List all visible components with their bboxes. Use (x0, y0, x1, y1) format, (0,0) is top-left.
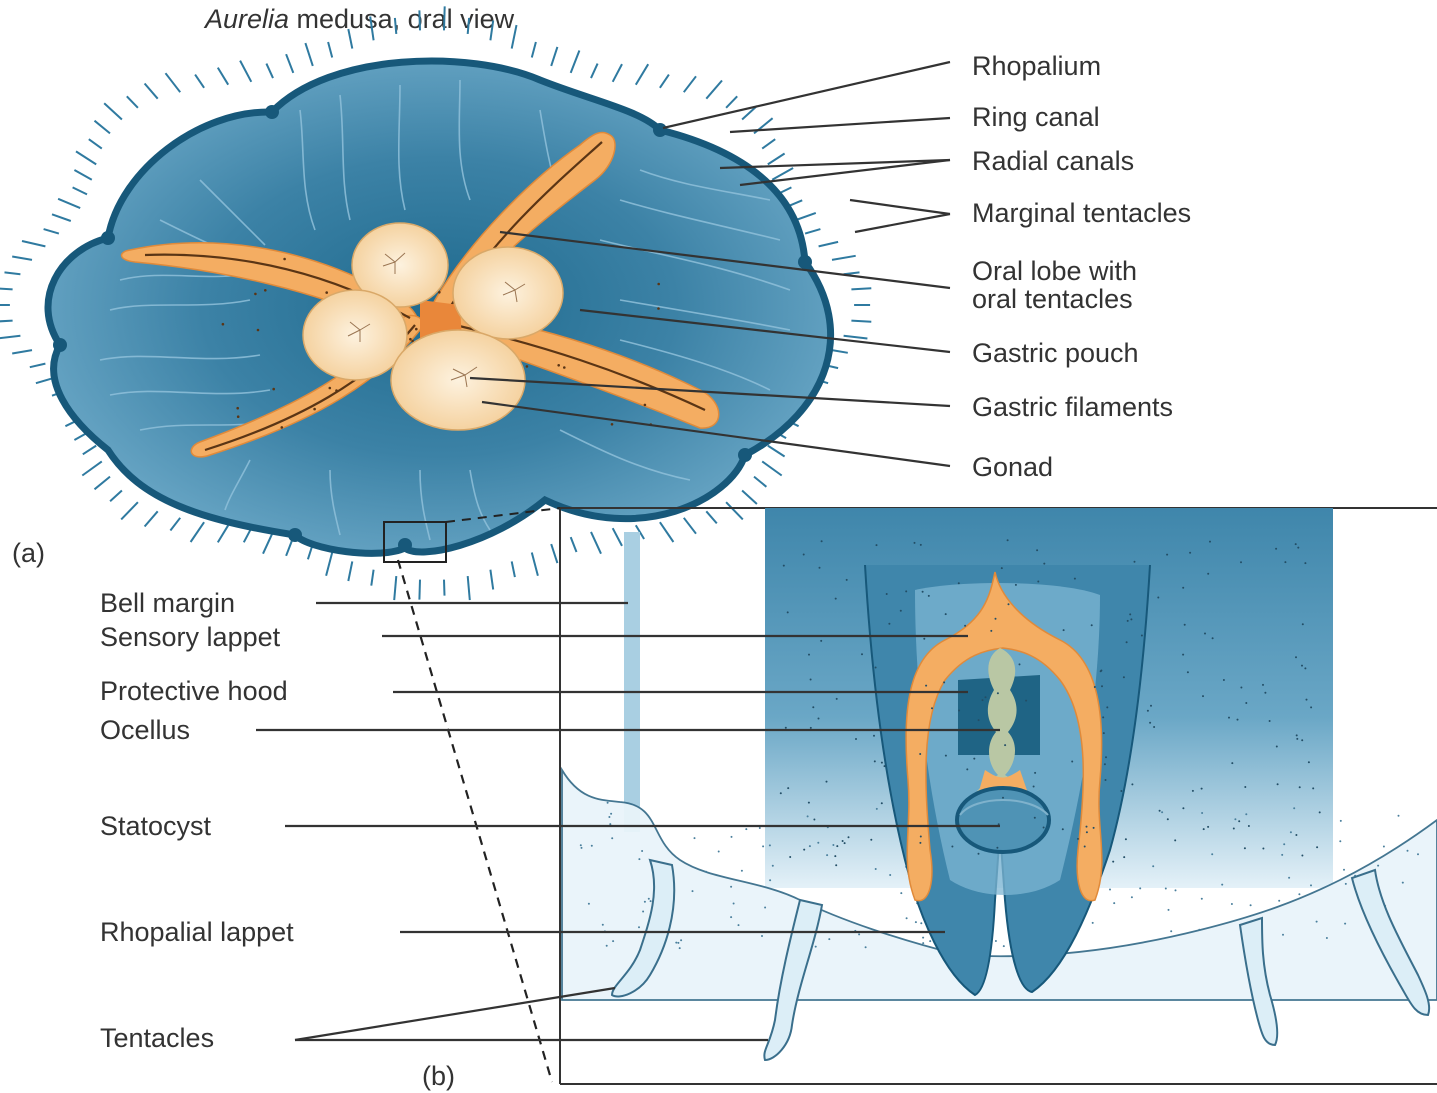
label-oral-lobe-line1: Oral lobe with (972, 256, 1137, 286)
label-ring-canal: Ring canal (972, 102, 1100, 132)
label-sensory-lappet: Sensory lappet (100, 622, 281, 652)
label-rhopalium: Rhopalium (972, 51, 1101, 81)
label-tentacles: Tentacles (100, 1023, 214, 1053)
label-marginal-tentacles: Marginal tentacles (972, 198, 1191, 228)
label-bell-margin: Bell margin (100, 588, 235, 618)
label-gonad: Gonad (972, 452, 1053, 482)
label-rhopalial-lappet: Rhopalial lappet (100, 917, 294, 947)
gonad-left (303, 290, 407, 380)
label-gastric-pouch: Gastric pouch (972, 338, 1139, 368)
label-protective-hood: Protective hood (100, 676, 288, 706)
zoom-line-bottom (398, 560, 552, 1082)
panel-a-label: (a) (12, 538, 45, 568)
title-italic: Aurelia (203, 4, 289, 34)
panel-b-label: (b) (422, 1061, 455, 1091)
label-oral-lobe-line2: oral tentacles (972, 284, 1133, 314)
bell-margin-strip (624, 532, 640, 832)
label-statocyst: Statocyst (100, 811, 212, 841)
title-rest: medusa, oral view (289, 4, 515, 34)
label-gastric-filaments: Gastric filaments (972, 392, 1173, 422)
label-ocellus: Ocellus (100, 715, 190, 745)
label-radial-canals: Radial canals (972, 146, 1134, 176)
